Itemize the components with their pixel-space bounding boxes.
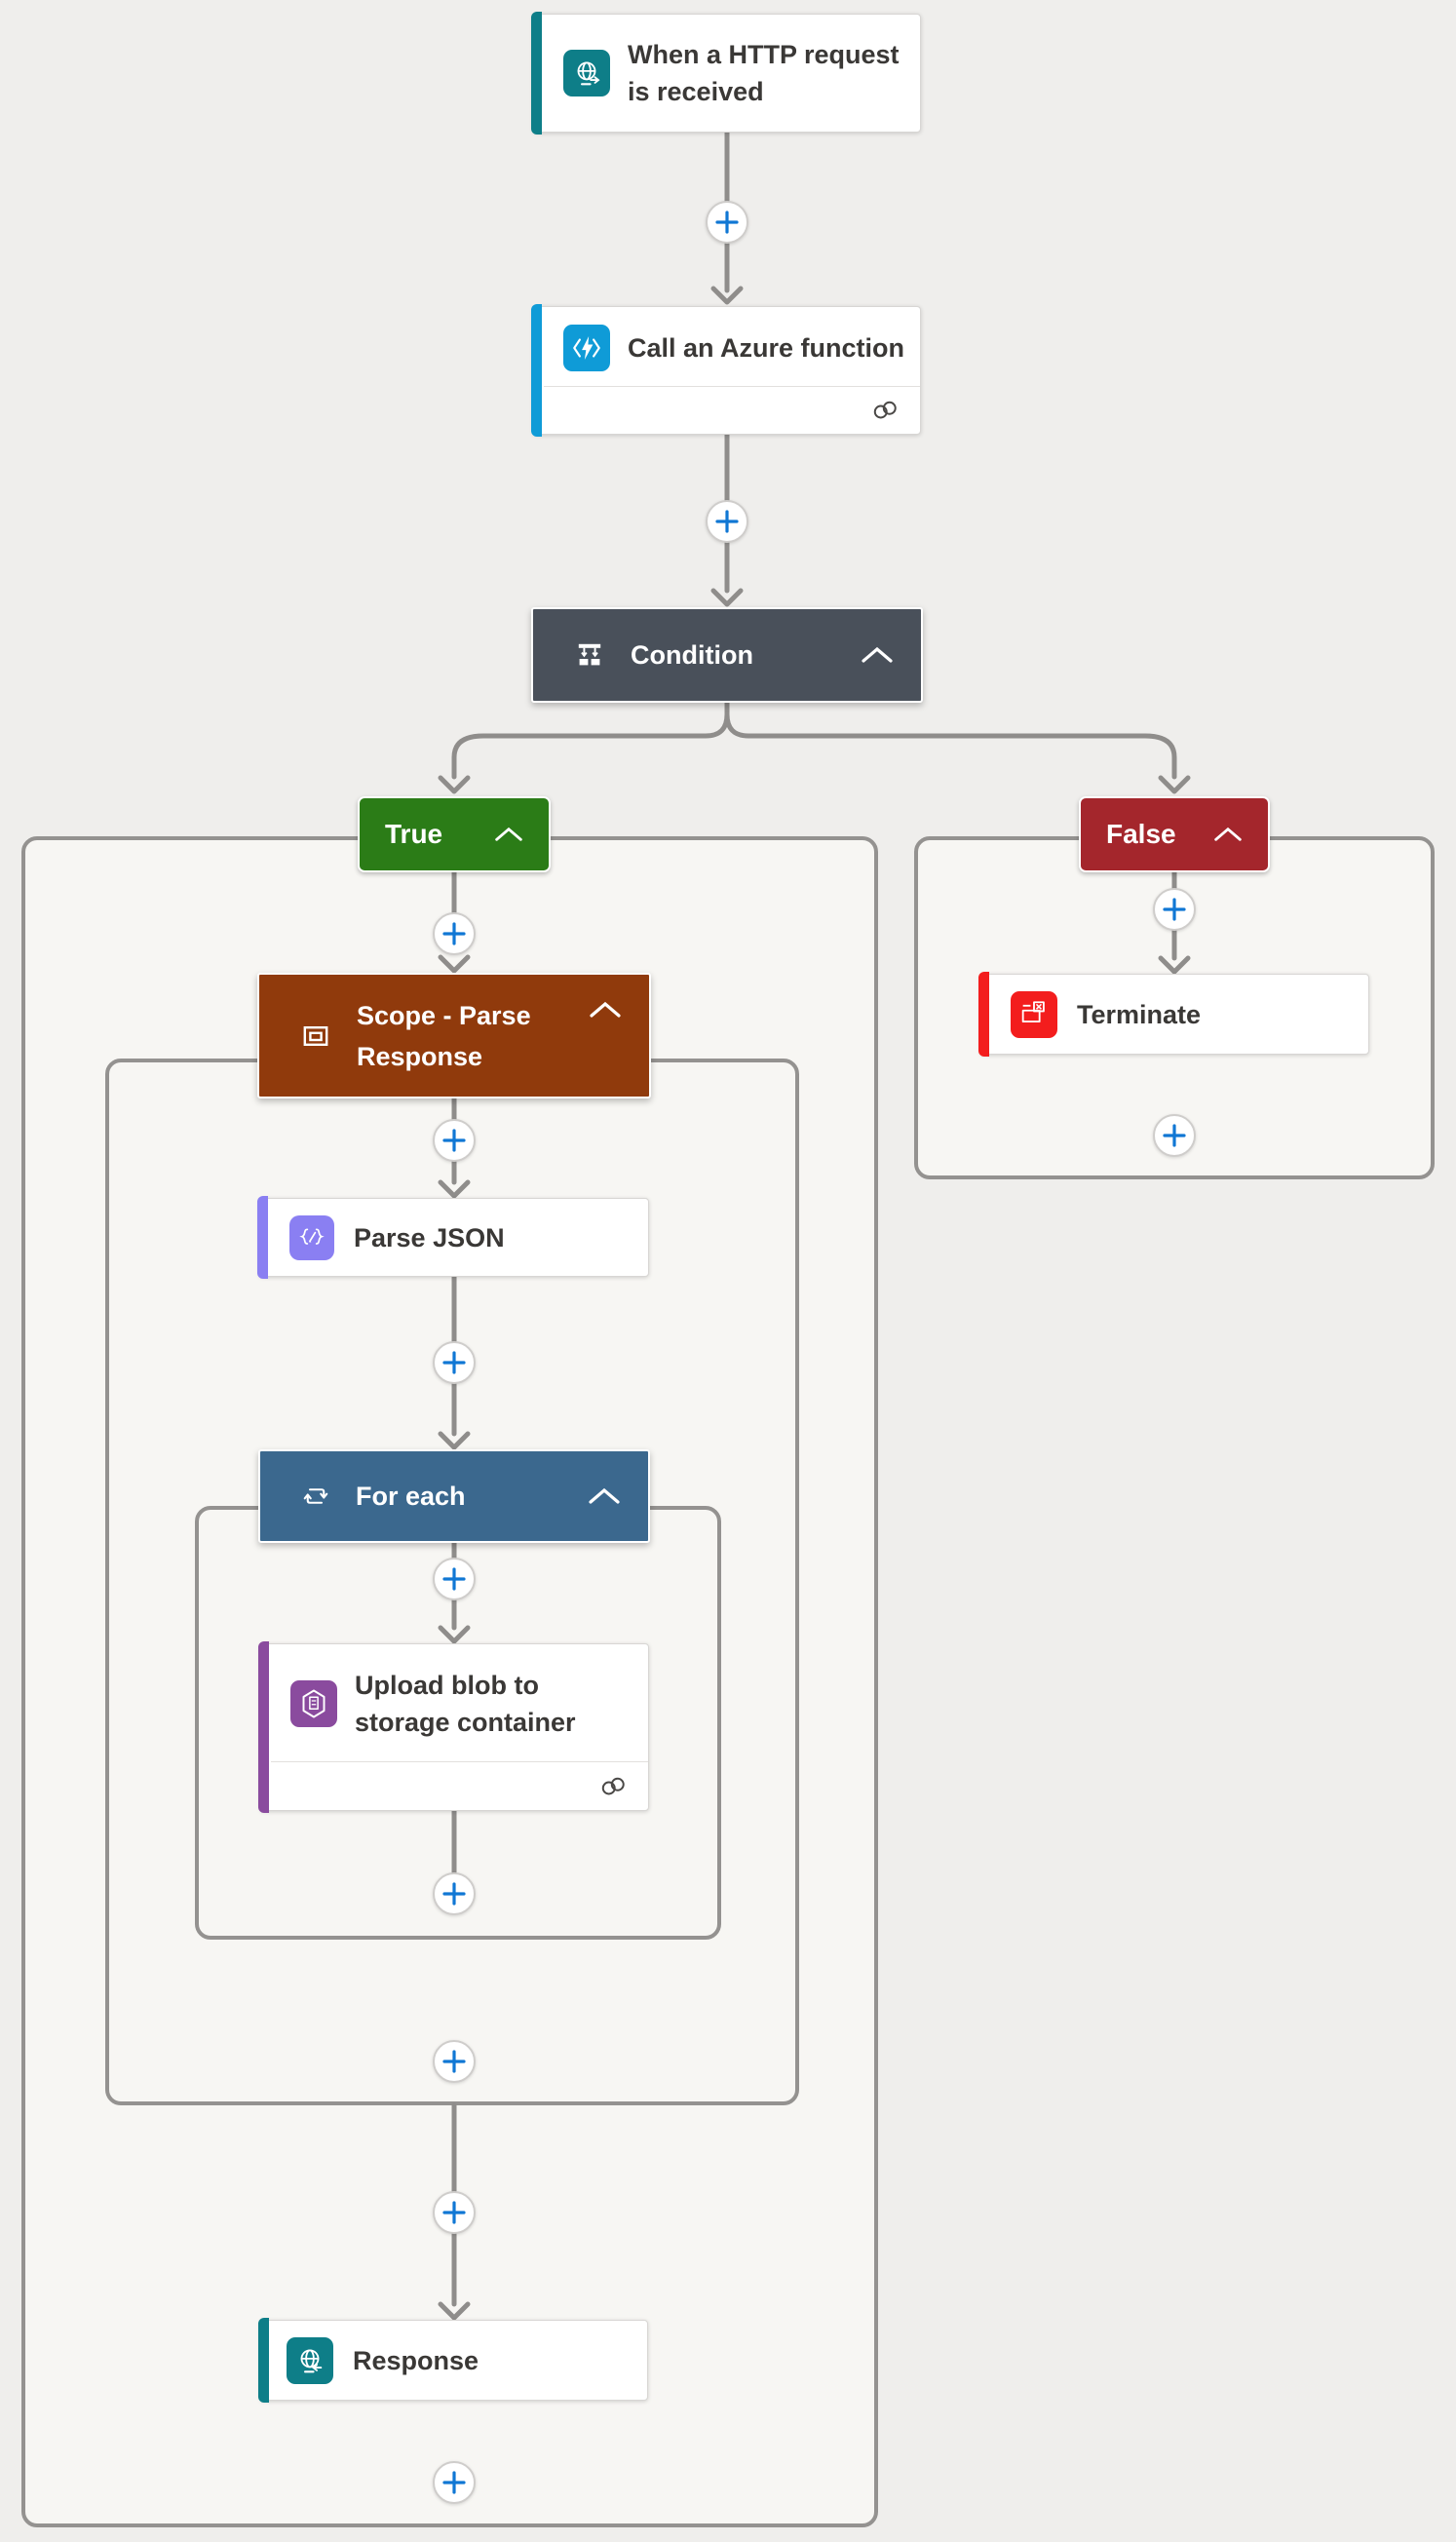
node-title: Condition [631,640,753,670]
insert-action-button[interactable] [1153,1114,1196,1157]
insert-action-button[interactable] [433,1119,476,1162]
http-response-icon [287,2336,333,2384]
node-title: Terminate [1077,999,1202,1029]
plus-icon [442,2201,466,2224]
chevron-up-icon[interactable] [1213,827,1243,842]
condition-node[interactable]: Condition [531,607,923,703]
plus-icon [442,922,466,945]
link-icon[interactable] [871,399,900,422]
insert-action-button[interactable] [433,1341,476,1384]
action-node-terminate[interactable]: Terminate [978,972,1369,1057]
node-title: Parse JSON [354,1222,505,1252]
action-node-call-azure-function[interactable]: Call an Azure function [531,304,921,437]
accent-bar [978,972,989,1057]
plus-icon [442,1129,466,1152]
badge-title: False [1106,819,1176,849]
false-branch-label[interactable]: False [1079,796,1270,872]
chevron-up-icon[interactable] [861,646,894,664]
node-title: Response [353,2345,479,2375]
accent-bar [258,2318,269,2403]
scope-icon [303,1025,328,1046]
accent-bar [257,1196,268,1279]
condition-branch-icon [578,643,601,666]
insert-action-button[interactable] [433,1872,476,1915]
node-title: For each [356,1482,466,1511]
action-node-upload-blob[interactable]: Upload blob to storage container [258,1641,649,1813]
plus-icon [1163,898,1186,921]
insert-action-button[interactable] [1153,888,1196,931]
plus-icon [715,211,739,234]
insert-action-button[interactable] [433,912,476,955]
chevron-up-icon[interactable] [494,827,523,842]
plus-icon [442,1351,466,1374]
action-node-response[interactable]: Response [258,2318,648,2403]
accent-bar [531,304,542,437]
insert-action-button[interactable] [706,201,748,244]
insert-action-button[interactable] [433,2040,476,2083]
node-title: When a HTTP request is received [628,40,900,106]
link-icon[interactable] [599,1775,629,1798]
trigger-node-http-request[interactable]: When a HTTP request is received [531,12,921,135]
http-request-icon [563,50,610,96]
plus-icon [442,1567,466,1591]
insert-action-button[interactable] [433,2191,476,2234]
plus-icon [442,1882,466,1906]
insert-action-button[interactable] [706,500,748,543]
terminate-icon [1011,990,1057,1038]
insert-action-button[interactable] [433,1558,476,1600]
blob-storage-icon [290,1680,337,1727]
accent-bar [531,12,542,135]
parse-json-icon [289,1214,334,1260]
insert-action-button[interactable] [433,2461,476,2504]
azure-function-icon [563,324,610,371]
accent-bar [258,1641,269,1813]
for-each-loop-icon [303,1488,328,1504]
plus-icon [442,2471,466,2494]
true-branch-label[interactable]: True [358,796,551,872]
node-title: Scope - Parse Response [357,1000,531,1071]
plus-icon [1163,1124,1186,1147]
node-title: Call an Azure function [628,332,905,363]
for-each-node[interactable]: For each [258,1449,650,1543]
node-title: Upload blob to storage container [355,1671,576,1737]
action-node-parse-json[interactable]: Parse JSON [257,1196,649,1279]
badge-title: True [385,819,443,849]
chevron-up-icon[interactable] [589,1001,622,1019]
scope-node[interactable]: Scope - Parse Response [257,973,651,1098]
plus-icon [715,510,739,533]
chevron-up-icon[interactable] [588,1487,621,1505]
plus-icon [442,2050,466,2073]
